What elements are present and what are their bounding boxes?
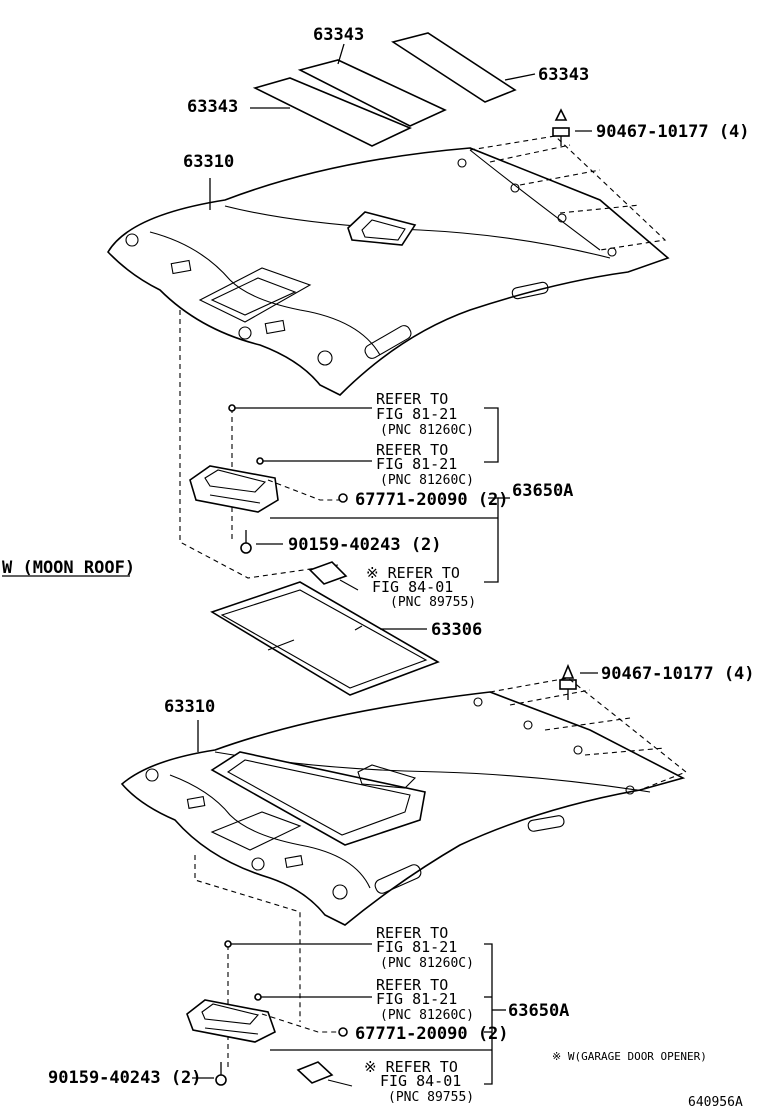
- refer3-lower-line1: ※ REFER TO: [364, 1058, 458, 1076]
- headliner-label-lower: 63310: [164, 697, 215, 717]
- refer3-lower-line2: FIG 84-01: [380, 1072, 461, 1090]
- labels: 63343 63343 63343 90467-10177 (4) 63310 …: [2, 25, 755, 1110]
- refer1-lower-line2: FIG 81-21: [376, 938, 457, 956]
- headliner-label-upper: 63310: [183, 152, 234, 172]
- refer2-lower-line2: FIG 81-21: [376, 990, 457, 1008]
- clip-icon[interactable]: [552, 108, 570, 146]
- refer3-lower-line3: (PNC 89755): [388, 1090, 474, 1105]
- footnote: ※ W(GARAGE DOOR OPENER): [552, 1050, 707, 1063]
- refer1-lower-line1: REFER TO: [376, 924, 448, 942]
- sunshade-63306[interactable]: [210, 581, 440, 696]
- pad-label-left: 63343: [187, 97, 238, 117]
- refer3-upper-line3: (PNC 89755): [390, 595, 476, 610]
- bolt-label-lower: 90159-40243 (2): [48, 1068, 202, 1088]
- clip-label-lower: 90467-10177 (4): [601, 664, 755, 684]
- figure-id: 640956A: [688, 1095, 743, 1110]
- screw-label-upper: 67771-20090 (2): [355, 490, 509, 510]
- refer3-upper-line1: ※ REFER TO: [366, 564, 460, 582]
- refer2-upper-line3: (PNC 81260C): [380, 473, 474, 488]
- pad-63343-right[interactable]: [391, 32, 517, 103]
- pad-label-right: 63343: [538, 65, 589, 85]
- screw-icon[interactable]: [338, 493, 348, 503]
- assy-label-upper: 63650A: [512, 481, 573, 501]
- garage-opener-icon[interactable]: [296, 1061, 353, 1087]
- refer1-upper-line3: (PNC 81260C): [380, 423, 474, 438]
- refer1-lower-line3: (PNC 81260C): [380, 956, 474, 971]
- assy-label-lower: 63650A: [508, 1001, 569, 1021]
- lower-assembly: [120, 663, 688, 1087]
- screw-label-lower: 67771-20090 (2): [355, 1024, 509, 1044]
- screw-icon[interactable]: [338, 1027, 348, 1037]
- variant-label: W (MOON ROOF): [2, 558, 135, 578]
- bolt-icon[interactable]: [215, 1062, 227, 1086]
- refer2-upper-line1: REFER TO: [376, 441, 448, 459]
- refer2-lower-line3: (PNC 81260C): [380, 1008, 474, 1023]
- garage-opener-icon[interactable]: [308, 561, 359, 591]
- refer1-upper-line2: FIG 81-21: [376, 405, 457, 423]
- headliner-63310-lower[interactable]: [120, 691, 686, 926]
- pad-63343-middle[interactable]: [297, 59, 447, 127]
- pad-63343-left[interactable]: [252, 77, 412, 147]
- sunshade-label: 63306: [431, 620, 482, 640]
- refer2-upper-line2: FIG 81-21: [376, 455, 457, 473]
- refer3-upper-line2: FIG 84-01: [372, 578, 453, 596]
- map-lamp-icon[interactable]: [189, 465, 279, 513]
- upper-assembly: [2, 32, 670, 696]
- clip-icon[interactable]: [559, 663, 577, 700]
- refer2-lower-line1: REFER TO: [376, 976, 448, 994]
- bolt-icon[interactable]: [240, 530, 252, 554]
- bolt-label-upper: 90159-40243 (2): [288, 535, 442, 555]
- headliner-63310-upper[interactable]: [107, 147, 670, 396]
- pad-label-top: 63343: [313, 25, 364, 45]
- map-lamp-icon[interactable]: [186, 999, 276, 1043]
- clip-label-upper: 90467-10177 (4): [596, 122, 750, 142]
- refer1-upper-line1: REFER TO: [376, 390, 448, 408]
